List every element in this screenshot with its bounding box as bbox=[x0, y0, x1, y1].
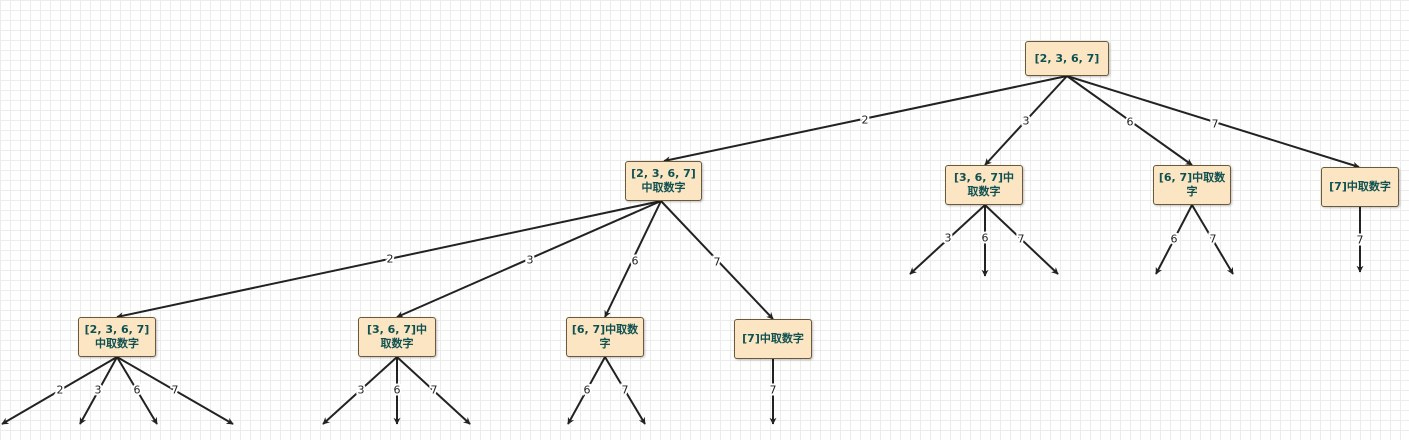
edge-label-l2a-s1: 2 bbox=[57, 384, 64, 397]
edge-root-l1d[interactable] bbox=[1066, 75, 1360, 169]
node-level1-c[interactable]: [6, 7]中取数字 bbox=[1153, 165, 1231, 205]
edge-root-l1a[interactable] bbox=[663, 75, 1068, 164]
edge-label-l2c-s1: 6 bbox=[584, 384, 591, 397]
edge-l2b-s1[interactable] bbox=[322, 356, 398, 425]
node-level1-a[interactable]: [2, 3, 6, 7]中取数字 bbox=[625, 161, 702, 201]
edge-label-root-l1d: 7 bbox=[1212, 118, 1219, 131]
edge-l2a-s3[interactable] bbox=[116, 356, 158, 425]
edge-label-l2a-s2: 3 bbox=[95, 384, 102, 397]
edge-label-l1a-l2a: 2 bbox=[387, 253, 394, 266]
edge-labels: 2 3 6 7 2 3 6 7 3 6 7 6 7 7 2 3 6 7 3 6 7 6 7 7 bbox=[55, 112, 1366, 399]
edge-label-l1a-l2d: 7 bbox=[714, 256, 721, 269]
edge-label-l1b-s3: 7 bbox=[1018, 233, 1025, 246]
edge-l2a-s2[interactable] bbox=[79, 356, 118, 425]
edge-label-root-l1a: 2 bbox=[862, 114, 869, 127]
node-level2-d[interactable]: [7]中取数字 bbox=[734, 319, 812, 359]
edge-l1a-l2c[interactable] bbox=[604, 200, 662, 318]
edge-l1b-s3[interactable] bbox=[984, 204, 1059, 275]
edge-l1b-s1[interactable] bbox=[909, 204, 986, 275]
node-level2-a[interactable]: [2, 3, 6, 7]中取数字 bbox=[78, 317, 156, 357]
edge-label-root-l1b: 3 bbox=[1023, 115, 1030, 128]
edge-label-l1a-l2b: 3 bbox=[527, 254, 534, 267]
edge-label-l2b-s3: 7 bbox=[431, 384, 438, 397]
edge-label-l2b-s1: 3 bbox=[358, 384, 365, 397]
node-level2-b[interactable]: [3, 6, 7]中取数字 bbox=[358, 317, 436, 357]
node-level1-d[interactable]: [7]中取数字 bbox=[1321, 167, 1399, 207]
edge-root-l1c[interactable] bbox=[1066, 75, 1193, 166]
node-level1-b[interactable]: [3, 6, 7]中取数字 bbox=[945, 165, 1023, 205]
edge-l1a-l2a[interactable] bbox=[116, 200, 662, 320]
edge-label-l2d-s1: 7 bbox=[770, 384, 777, 397]
edge-label-l1d-s1: 7 bbox=[1357, 234, 1364, 247]
edge-l1a-l2d[interactable] bbox=[660, 200, 774, 320]
edge-l1c-s1[interactable] bbox=[1155, 204, 1193, 275]
edge-root-l1b[interactable] bbox=[984, 75, 1068, 166]
edge-label-l1b-s2: 6 bbox=[982, 232, 989, 245]
edge-l1a-l2b[interactable] bbox=[396, 200, 662, 318]
edge-label-l1b-s1: 3 bbox=[945, 232, 952, 245]
edge-label-l2a-s4: 7 bbox=[172, 384, 179, 397]
node-level2-c[interactable]: [6, 7]中取数字 bbox=[566, 317, 644, 357]
edge-l1c-s2[interactable] bbox=[1191, 204, 1234, 275]
node-root[interactable]: [2, 3, 6, 7] bbox=[1025, 41, 1109, 76]
edge-l2a-s4[interactable] bbox=[116, 356, 234, 425]
edge-label-l2c-s2: 7 bbox=[622, 384, 629, 397]
edges bbox=[1, 75, 1364, 425]
edge-label-root-l1c: 6 bbox=[1127, 116, 1134, 129]
edge-label-l2b-s2: 6 bbox=[394, 384, 401, 397]
edge-l2a-s1[interactable] bbox=[1, 356, 118, 425]
edge-label-l1c-s2: 7 bbox=[1210, 233, 1217, 246]
edge-l2c-s2[interactable] bbox=[604, 356, 646, 425]
edge-l2c-s1[interactable] bbox=[567, 356, 606, 425]
edge-label-l2a-s3: 6 bbox=[134, 384, 141, 397]
edge-label-l1a-l2c: 6 bbox=[632, 255, 639, 268]
edge-label-l1c-s1: 6 bbox=[1171, 233, 1178, 246]
edge-l2b-s3[interactable] bbox=[396, 356, 471, 425]
